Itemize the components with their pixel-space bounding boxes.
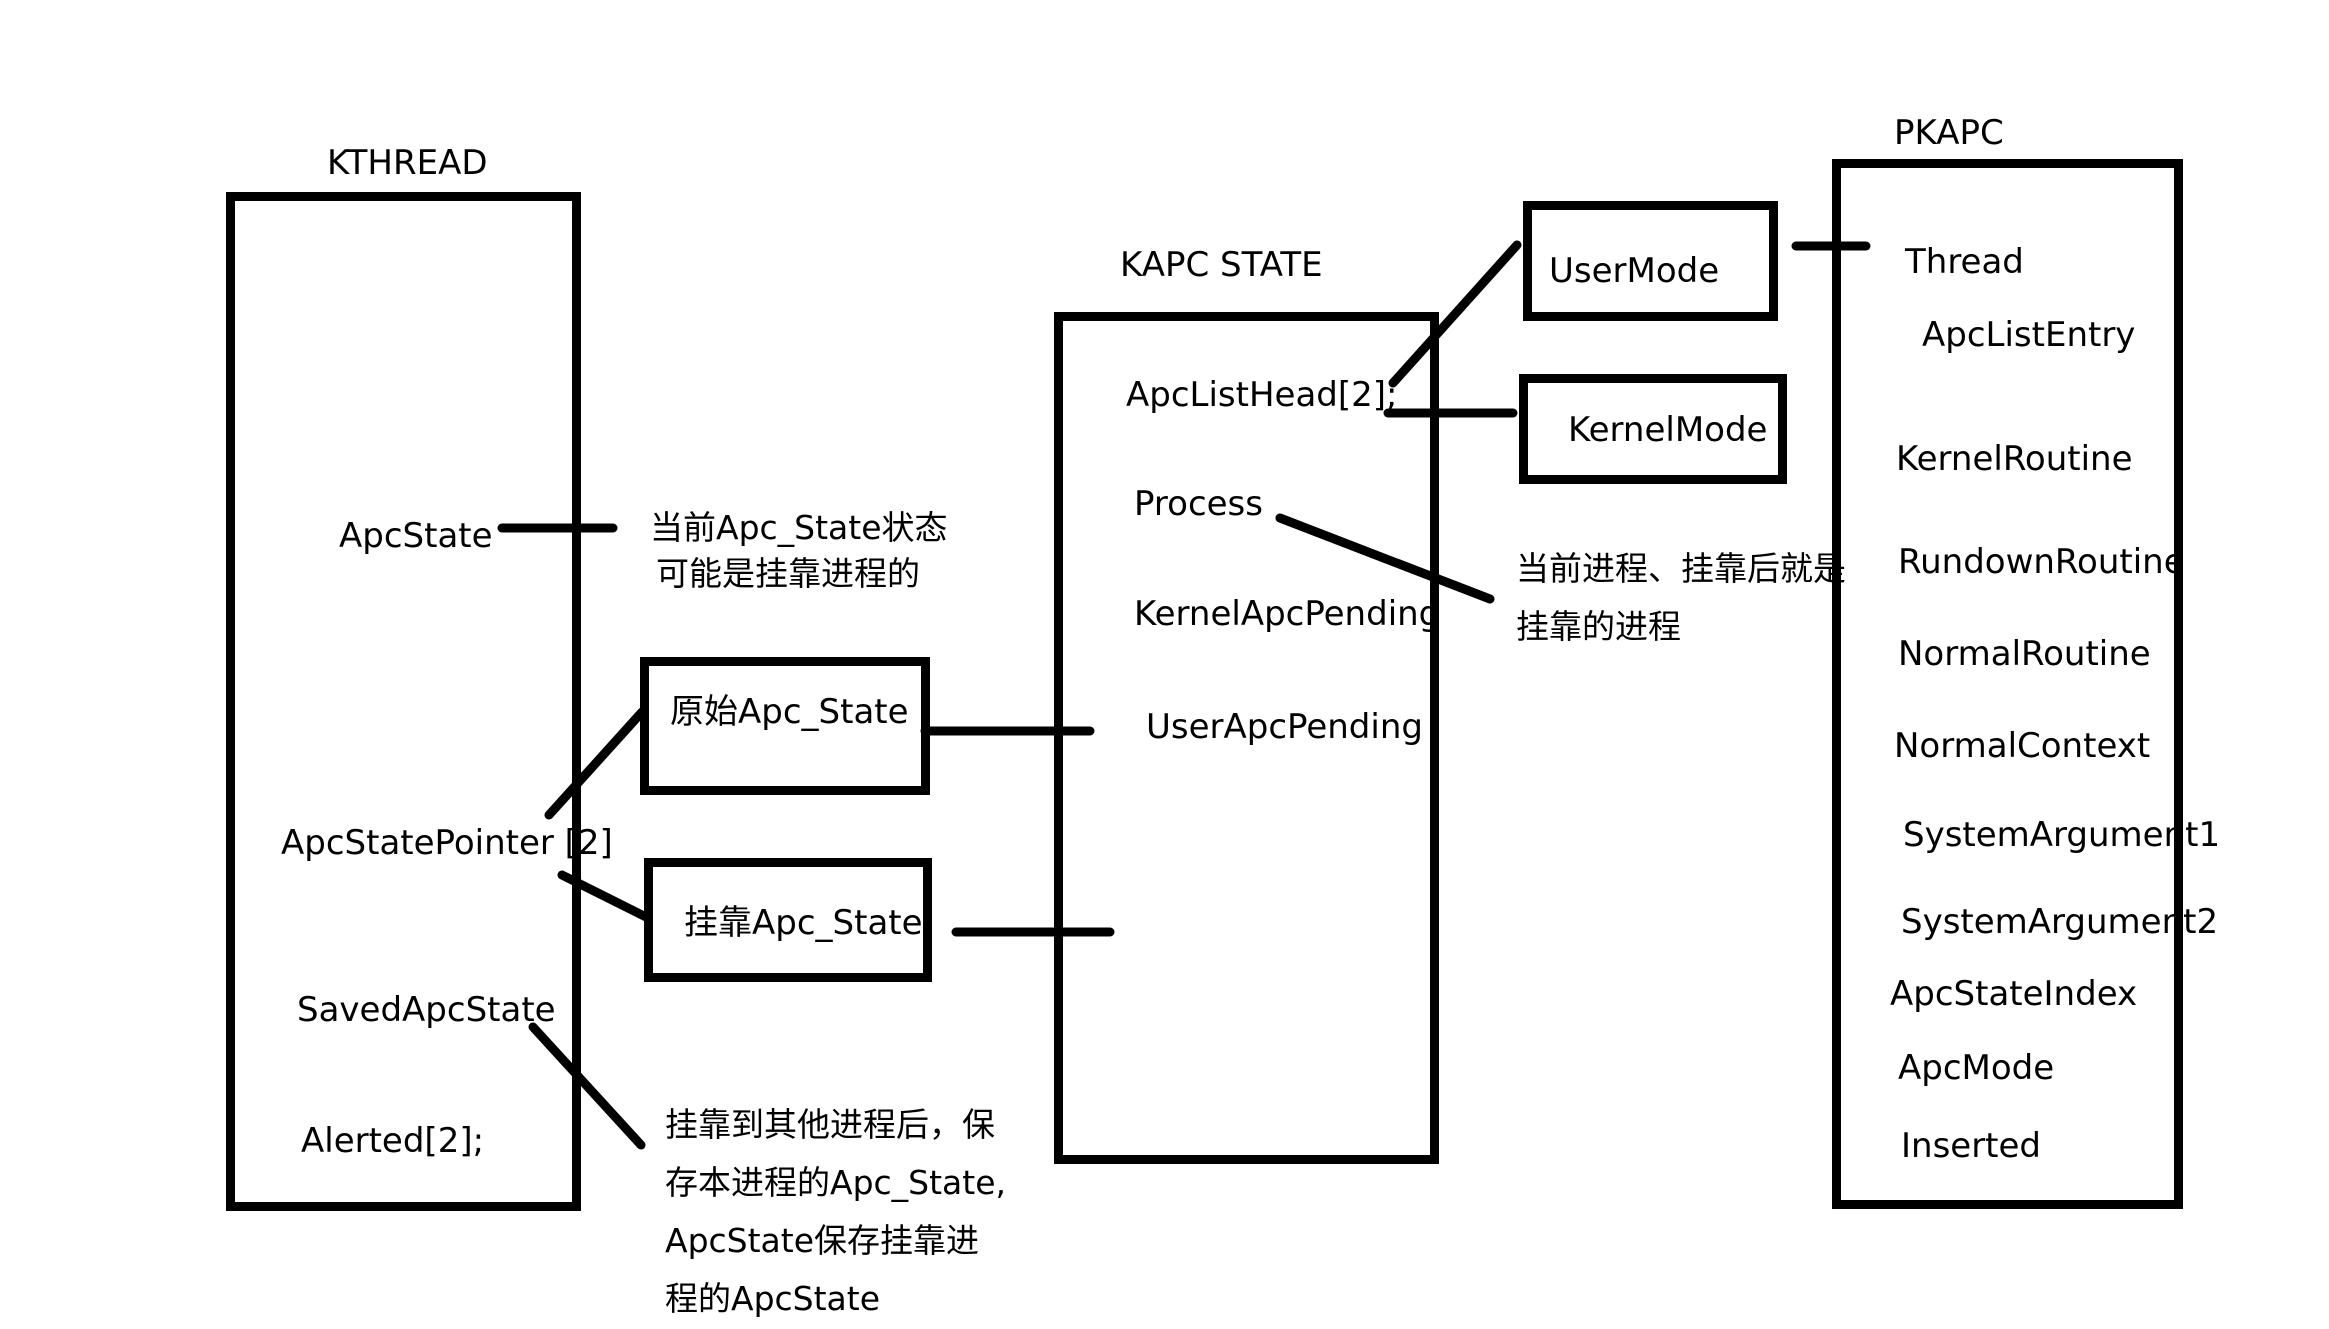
pkapc-field-inserted: Inserted <box>1901 1126 2042 1166</box>
note-current-line-1: 当前Apc_State状态 <box>650 508 948 547</box>
kthread-field-apcstatepointer: ApcStatePointer [2] <box>281 823 613 863</box>
note-saved-line-4: 程的ApcState <box>665 1279 881 1318</box>
kapc-field-apclisthead: ApcListHead[2]; <box>1126 375 1398 415</box>
pkapc-field-normalcontext: NormalContext <box>1894 726 2151 766</box>
usermode-box <box>1523 201 1778 321</box>
attached-apc-state-label: 挂靠Apc_State <box>684 903 923 943</box>
pkapc-field-thread: Thread <box>1905 242 2024 282</box>
original-apc-state-box <box>640 657 930 795</box>
pkapc-field-apcstateindex: ApcStateIndex <box>1890 974 2138 1014</box>
kapc-state-box <box>1054 312 1439 1164</box>
kapc-state-title: KAPC STATE <box>1120 245 1323 285</box>
kapc-field-userapcpending: UserApcPending <box>1146 707 1423 747</box>
kthread-field-savedapcstate: SavedApcState <box>297 990 556 1030</box>
kapc-field-kernelapcpending: KernelApcPending <box>1134 594 1441 634</box>
kthread-field-alerted: Alerted[2]; <box>301 1121 485 1161</box>
note-current-line-2: 可能是挂靠进程的 <box>656 554 920 593</box>
note-process-line-1: 当前进程、挂靠后就是 <box>1516 549 1846 588</box>
kthread-title: KTHREAD <box>327 143 488 183</box>
note-saved-line-1: 挂靠到其他进程后，保 <box>665 1105 995 1144</box>
pkapc-field-systemargument2: SystemArgument2 <box>1901 902 2219 942</box>
kernelmode-label: KernelMode <box>1568 410 1768 450</box>
pkapc-field-kernelroutine: KernelRoutine <box>1896 439 2133 479</box>
pkapc-field-rundownroutine: RundownRoutine <box>1898 542 2185 582</box>
original-apc-state-label: 原始Apc_State <box>670 692 909 732</box>
savedapcstate-connector <box>528 1022 646 1150</box>
note-saved-apc-state: 挂靠到其他进程后，保 存本进程的Apc_State, ApcState保存挂靠进… <box>665 1096 1006 1328</box>
pkapc-field-apclistentry: ApcListEntry <box>1922 315 2136 355</box>
pkapc-title: PKAPC <box>1894 113 2004 153</box>
note-saved-line-3: ApcState保存挂靠进 <box>665 1221 980 1260</box>
kernelmode-box <box>1519 374 1787 484</box>
kapc-field-process: Process <box>1134 484 1263 524</box>
pkapc-field-systemargument1: SystemArgument1 <box>1903 815 2221 855</box>
note-process-line-2: 挂靠的进程 <box>1516 607 1681 646</box>
pkapc-field-normalroutine: NormalRoutine <box>1898 634 2151 674</box>
pointer-to-original-connector <box>544 707 647 820</box>
kthread-field-apcstate: ApcState <box>339 516 493 556</box>
pkapc-box <box>1832 159 2183 1209</box>
kthread-box <box>226 192 581 1211</box>
attached-apc-state-box <box>644 858 932 982</box>
note-current-apc-state: 当前Apc_State状态 可能是挂靠进程的 <box>650 499 948 603</box>
note-saved-line-2: 存本进程的Apc_State, <box>665 1163 1007 1202</box>
usermode-label: UserMode <box>1549 251 1720 291</box>
listhead-to-usermode-connector <box>1388 240 1522 388</box>
pkapc-field-apcmode: ApcMode <box>1898 1048 2055 1088</box>
note-process: 当前进程、挂靠后就是 挂靠的进程 <box>1516 540 1846 656</box>
process-connector <box>1275 513 1495 604</box>
